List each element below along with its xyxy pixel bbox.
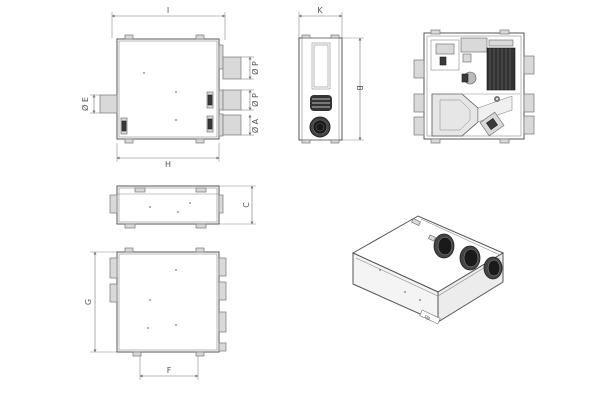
bottom-view: G F <box>84 247 227 380</box>
dim-label-c: C <box>242 202 251 208</box>
side-view-c: C <box>109 185 256 229</box>
dim-label-g: G <box>84 299 93 305</box>
iso-label-sticker: DJL <box>424 314 433 322</box>
dim-label-p2: Ø P <box>250 93 260 107</box>
dim-label-k: K <box>317 6 323 15</box>
front-view: I Ø P <box>80 6 260 169</box>
interior-view <box>413 29 535 144</box>
dim-label-e: Ø E <box>80 97 90 111</box>
dim-label-p1: Ø P <box>250 61 260 75</box>
dim-label-f: F <box>167 366 172 375</box>
dim-label-i: I <box>167 6 169 15</box>
dim-label-a: Ø A <box>250 118 260 133</box>
isometric-view: DJL <box>351 215 505 325</box>
dim-label-b: B <box>355 85 364 91</box>
dim-label-h: H <box>165 160 171 169</box>
side-view: K B <box>298 6 364 144</box>
